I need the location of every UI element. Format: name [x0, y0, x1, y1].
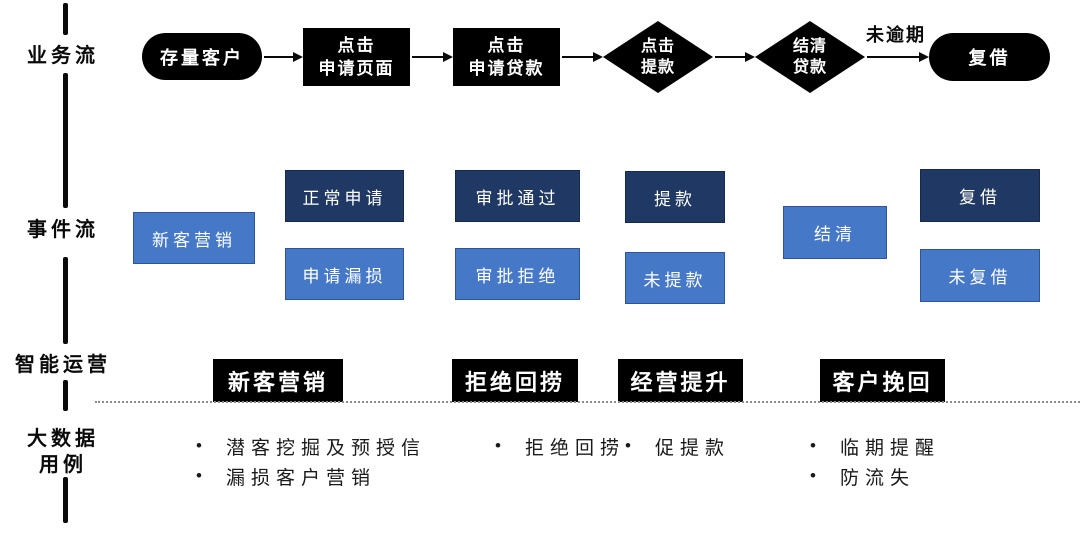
bullet-icon: •: [810, 466, 816, 485]
ops-box-new-customer-marketing: 新客营销: [213, 359, 343, 402]
lane-divider-segment: [63, 3, 68, 35]
bullet-text: 漏损客户营销: [226, 467, 377, 489]
flow-decision-settle-loan: 结清 贷款: [755, 21, 865, 93]
bullet-icon: •: [196, 436, 202, 455]
bigdata-column-retention: • 临期提醒 • 防流失: [810, 431, 1010, 491]
event-box-settled: 结清: [783, 206, 887, 259]
ops-box-customer-retention: 客户挽回: [820, 359, 945, 402]
bullet-icon: •: [810, 436, 816, 455]
lane-label-event-flow: 事件流: [27, 219, 99, 241]
bigdata-column-promote-drawdown: • 促提款: [625, 431, 785, 461]
event-box-approve-reject: 审批拒绝: [455, 248, 580, 300]
bullet-text: 防流失: [840, 467, 916, 489]
arrowhead-icon: [745, 52, 755, 62]
bigdata-column-new-customer: • 潜客挖掘及预授信 • 漏损客户营销: [196, 431, 466, 491]
lane-divider-segment: [63, 380, 68, 411]
lane-label-business-flow: 业务流: [27, 45, 99, 67]
flow-arrow: [264, 51, 303, 63]
flow-edge-label-not-overdue: 未逾期: [866, 25, 926, 45]
lane-label-smart-ops: 智能运营: [15, 354, 111, 376]
event-box-no-drawdown: 未提款: [625, 252, 725, 304]
flow-node-click-apply-page: 点击 申请页面: [303, 28, 410, 86]
arrowhead-icon: [919, 52, 929, 62]
bullet-icon: •: [495, 436, 501, 455]
event-box-apply-leak: 申请漏损: [285, 248, 404, 300]
arrowhead-icon: [293, 52, 303, 62]
lane-divider-segment: [63, 73, 68, 208]
flow-node-existing-customer: 存量客户: [142, 33, 262, 80]
flow-node-click-apply-loan: 点击 申请贷款: [453, 28, 560, 86]
event-box-new-customer-marketing: 新客营销: [133, 212, 255, 264]
bullet-icon: •: [625, 436, 631, 455]
bigdata-column-reject-recovery: •拒绝回捞: [495, 431, 655, 461]
lane-divider-segment: [63, 477, 68, 523]
flow-node-reborrow: 复借: [929, 33, 1050, 81]
arrowhead-icon: [593, 52, 603, 62]
bigdata-bullet-item: • 防流失: [810, 461, 1010, 491]
flow-arrow: [715, 51, 755, 63]
bigdata-bullet-item: • 促提款: [625, 431, 785, 461]
ops-box-reject-recovery: 拒绝回捞: [452, 359, 578, 402]
lane-divider-segment: [63, 257, 68, 344]
bullet-text: 拒绝回捞: [525, 437, 626, 459]
flow-arrow: [867, 51, 929, 63]
bullet-text: 临期提醒: [840, 437, 941, 459]
lane-label-bigdata: 大数据 用例: [27, 428, 99, 476]
event-box-drawdown: 提款: [625, 171, 725, 223]
dotted-separator-line: [95, 401, 1080, 403]
flow-arrow: [412, 51, 453, 63]
bigdata-bullet-item: • 潜客挖掘及预授信: [196, 431, 466, 461]
event-box-normal-apply: 正常申请: [285, 170, 404, 222]
bullet-icon: •: [196, 466, 202, 485]
flow-arrow: [562, 51, 603, 63]
bigdata-bullet-item: • 临期提醒: [810, 431, 1010, 461]
bigdata-bullet-item: • 漏损客户营销: [196, 461, 466, 491]
bullet-text: 潜客挖掘及预授信: [226, 437, 427, 459]
event-box-approve-pass: 审批通过: [455, 170, 580, 222]
event-box-no-reborrow: 未复借: [920, 249, 1040, 302]
ops-box-business-boost: 经营提升: [618, 359, 743, 402]
bigdata-bullet-item: •拒绝回捞: [495, 431, 655, 461]
bullet-text: 促提款: [655, 437, 731, 459]
event-box-reborrow: 复借: [920, 169, 1040, 222]
flow-decision-click-drawdown: 点击 提款: [603, 21, 713, 93]
arrowhead-icon: [443, 52, 453, 62]
